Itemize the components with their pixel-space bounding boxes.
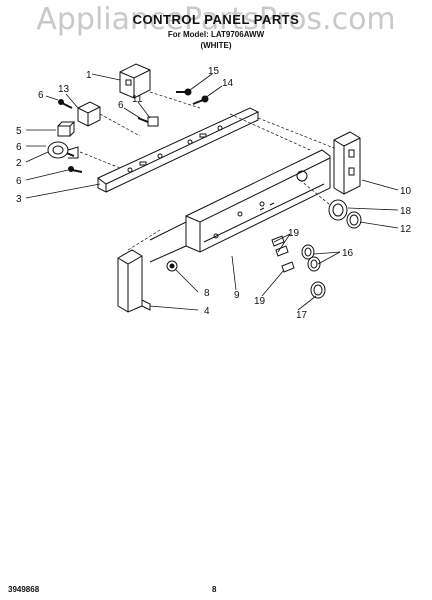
screw-icon [68, 166, 83, 173]
callout-labels: 1 15 14 6 13 11 6 5 6 2 6 3 10 18 12 19 … [16, 66, 412, 321]
callout-label: 6 [16, 142, 22, 153]
color-subtitle: (WHITE) [200, 41, 232, 50]
callout-label: 8 [204, 288, 210, 299]
part-switch-block [77, 101, 101, 127]
part-push-button [281, 261, 295, 273]
part-end-cap-left [117, 249, 151, 313]
callout-label: 19 [254, 296, 266, 307]
callout-label: 4 [204, 306, 210, 317]
callout-label: 11 [132, 94, 143, 105]
callout-label: 6 [16, 176, 22, 187]
part-knob [301, 244, 315, 260]
callout-label: 13 [58, 84, 70, 95]
model-subtitle: For Model: LAT9706AWW [167, 30, 265, 39]
callout-label: 2 [16, 158, 22, 169]
callout-label: 5 [16, 126, 22, 137]
screw-icon [176, 88, 192, 96]
callout-label: 3 [16, 194, 22, 205]
watermark-text: AppliancePartsPros.com [36, 2, 396, 37]
callout-label: 17 [296, 310, 308, 321]
callout-label: 14 [222, 78, 234, 89]
alignment-lines [79, 91, 335, 251]
diagram-title: CONTROL PANEL PARTS [132, 12, 300, 27]
callout-label: 6 [118, 100, 124, 111]
callout-label: 6 [38, 90, 44, 101]
part-push-button [275, 245, 289, 257]
callout-label: 1 [86, 70, 92, 81]
callout-label: 9 [234, 290, 240, 301]
screw-icon [166, 260, 178, 272]
screw-icon [192, 95, 209, 105]
part-switch-small [57, 121, 76, 137]
callout-label: 15 [208, 66, 220, 77]
page-number: 8 [212, 585, 217, 594]
part-bezel-ring [328, 199, 348, 221]
document-number: 3949868 [8, 585, 40, 594]
part-bracket-top [119, 63, 151, 99]
callout-label: 18 [400, 206, 412, 217]
callout-label: 12 [400, 224, 412, 235]
part-knob [310, 281, 326, 299]
part-control-rail [97, 107, 260, 193]
part-knob [346, 211, 362, 229]
callout-label: 19 [288, 228, 300, 239]
leader-lines [25, 73, 399, 311]
part-console-housing [149, 149, 331, 263]
screw-icon [137, 116, 159, 127]
part-timer [47, 141, 79, 159]
screw-icon [58, 99, 73, 109]
part-knob [307, 256, 321, 272]
callout-label: 16 [342, 248, 354, 259]
part-end-cap-right [333, 131, 361, 195]
callout-label: 10 [400, 186, 412, 197]
